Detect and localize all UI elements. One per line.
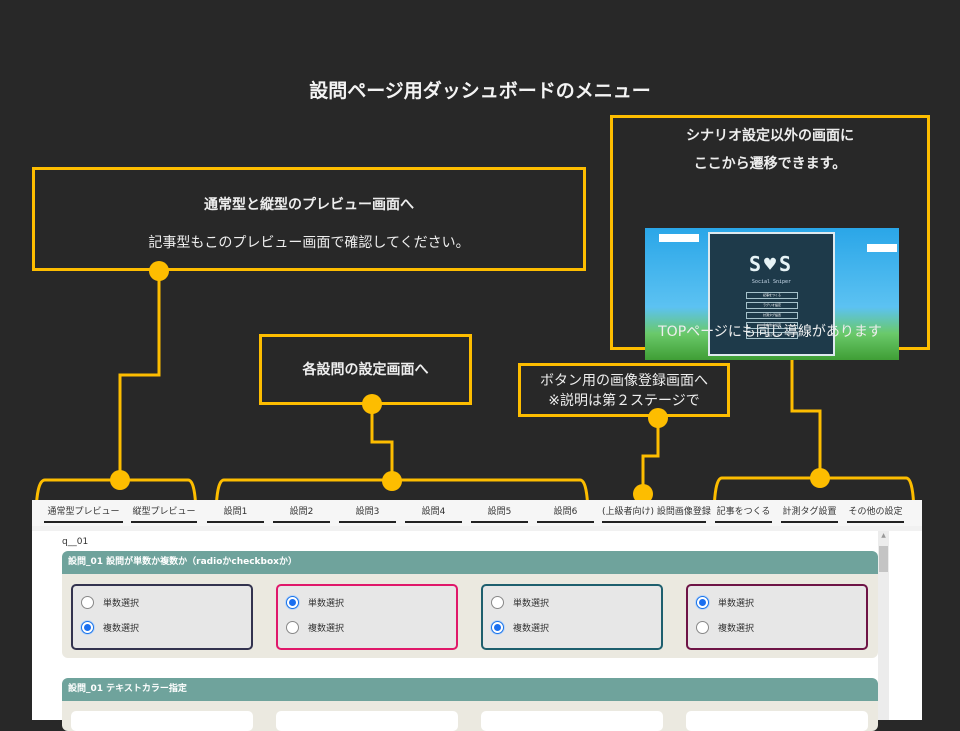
radio-option[interactable]: 単数選択 [286,596,344,609]
question-id: q__01 [62,537,89,547]
nav-question-image-register[interactable]: (上級者向け) 設問画像登録 [602,505,711,523]
screenshot-menu-item: ラグリオ設定 [746,302,798,309]
callout-questions: 各設問の設定画面へ [259,334,472,405]
nav-question-4[interactable]: 設問4 [405,505,462,523]
radio-label: 複数選択 [103,624,140,634]
scroll-thumb[interactable] [879,546,888,572]
connector-dot [810,468,830,488]
connector-dot [149,261,169,281]
option-box: 単数選択複数選択 [276,584,458,650]
connector-dot [633,484,653,504]
radio-option[interactable]: 単数選択 [81,596,139,609]
nav-tracking-tag[interactable]: 計測タグ設置 [781,505,838,523]
screenshot-menu-item: その他の設定 [746,322,798,329]
callout-note: TOPページにも同じ導線があります [658,324,882,340]
connector-dot [648,408,668,428]
connector-image [641,418,660,493]
scrollbar[interactable]: ▲ [878,531,889,720]
screenshot-menu-item: 全面アップ [746,332,798,339]
screenshot-menu-item: 計測タグ設置 [746,312,798,319]
radio-button[interactable] [491,621,504,634]
callout-other-screens: シナリオ設定以外の画面に ここから遷移できます。 S♥S Social Snip… [610,115,930,360]
radio-label: 複数選択 [718,624,755,634]
color-card [686,711,868,731]
radio-option[interactable]: 複数選択 [491,621,549,634]
nav-vertical-preview[interactable]: 縦型プレビュー [131,505,197,523]
content-area: q__01 設問_01 設問が単数か複数か（radioかcheckboxか） 単… [32,531,878,731]
connector-other [790,348,822,478]
nav-question-5[interactable]: 設問5 [471,505,528,523]
radio-label: 複数選択 [308,624,345,634]
option-box: 単数選択複数選択 [686,584,868,650]
radio-button[interactable] [286,596,299,609]
radio-option[interactable]: 複数選択 [286,621,344,634]
connector-dot [110,470,130,490]
panel-heading-type: 設問_01 設問が単数か複数か（radioかcheckboxか） [62,551,878,574]
option-box: 単数選択複数選択 [481,584,663,650]
nav-question-3[interactable]: 設問3 [339,505,396,523]
radio-option[interactable]: 単数選択 [491,596,549,609]
panel-heading-text-color: 設問_01 テキストカラー指定 [62,678,878,701]
connector-dot [382,471,402,491]
scroll-up-arrow-icon[interactable]: ▲ [881,532,886,539]
callout-line1: ボタン用の画像登録画面へ [540,373,708,389]
dashboard-app: 通常型プレビュー 縦型プレビュー 設問1 設問2 設問3 設問4 設問5 設問6… [32,500,922,731]
nav-other-settings[interactable]: その他の設定 [847,505,904,523]
radio-button[interactable] [696,621,709,634]
panel-body-type: 単数選択複数選択単数選択複数選択単数選択複数選択単数選択複数選択 [62,574,878,658]
connector-questions [370,403,394,480]
radio-button[interactable] [286,621,299,634]
radio-button[interactable] [491,596,504,609]
radio-option[interactable]: 単数選択 [696,596,754,609]
radio-label: 単数選択 [308,599,345,609]
radio-label: 単数選択 [103,599,140,609]
bracket-questions [214,478,590,521]
radio-button[interactable] [81,596,94,609]
callout-heading: 各設問の設定画面へ [302,362,429,378]
right-gutter [889,531,922,720]
screenshot-logo: S♥S [748,252,795,276]
top-page-screenshot: S♥S Social Sniper 記事をつくる ラグリオ設定 計測タグ設置 そ… [645,228,899,360]
nav-normal-preview[interactable]: 通常型プレビュー [44,505,123,523]
callout-line2: ここから遷移できます。 [693,156,847,172]
radio-button[interactable] [81,621,94,634]
nav-bar: 通常型プレビュー 縦型プレビュー 設問1 設問2 設問3 設問4 設問5 設問6… [32,500,922,526]
page-title: 設問ページ用ダッシュボードのメニュー [309,80,651,102]
radio-option[interactable]: 複数選択 [81,621,139,634]
nav-question-1[interactable]: 設問1 [207,505,264,523]
screenshot-panel: S♥S Social Sniper 記事をつくる ラグリオ設定 計測タグ設置 そ… [708,232,835,356]
color-card [276,711,458,731]
callout-line1: シナリオ設定以外の画面に [686,128,854,144]
screenshot-subtitle: Social Sniper [751,279,792,285]
panel-body-text-color [62,701,878,731]
nav-create-article[interactable]: 記事をつくる [715,505,772,523]
connector-preview [118,270,161,480]
callout-line2: ※説明は第２ステージで [548,393,700,409]
radio-label: 複数選択 [513,624,550,634]
radio-option[interactable]: 複数選択 [696,621,754,634]
color-card [71,711,253,731]
color-card [481,711,663,731]
radio-label: 単数選択 [718,599,755,609]
option-box: 単数選択複数選択 [71,584,253,650]
radio-button[interactable] [696,596,709,609]
nav-question-2[interactable]: 設問2 [273,505,330,523]
callout-preview: 通常型と縦型のプレビュー画面へ 記事型もこのプレビュー画面で確認してください。 [32,167,586,271]
nav-question-6[interactable]: 設問6 [537,505,594,523]
callout-image-register: ボタン用の画像登録画面へ ※説明は第２ステージで [518,363,730,417]
screenshot-menu-item: 記事をつくる [746,292,798,299]
radio-label: 単数選択 [513,599,550,609]
callout-heading: 通常型と縦型のプレビュー画面へ [204,197,414,213]
callout-body: 記事型もこのプレビュー画面で確認してください。 [148,235,470,251]
